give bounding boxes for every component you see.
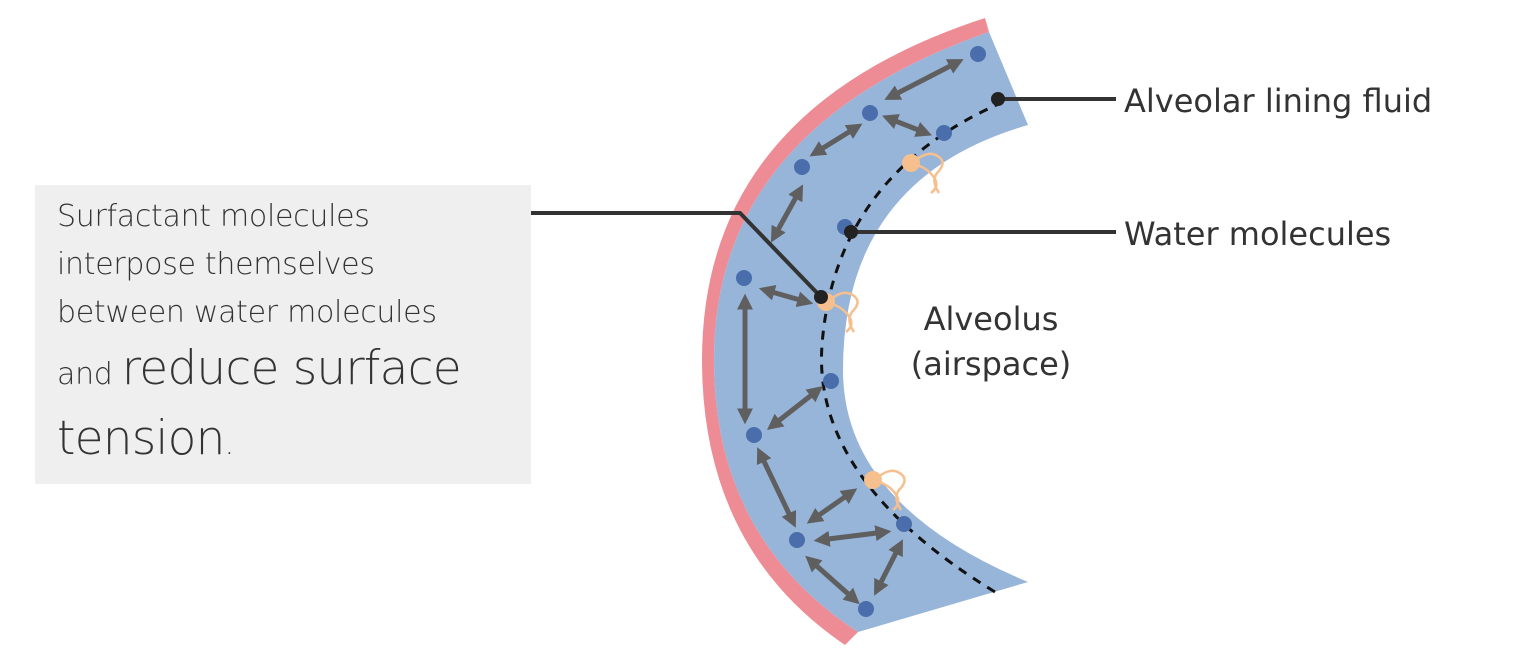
surfactant-caption-box: Surfactant molecules interpose themselve… bbox=[35, 185, 531, 484]
double-arrow bbox=[758, 284, 814, 308]
water-molecule bbox=[794, 159, 810, 175]
leader-line-surfactant bbox=[531, 211, 823, 299]
label-airspace: (airspace) bbox=[911, 345, 1072, 383]
water-molecule bbox=[862, 105, 878, 121]
caption-line-1: Surfactant molecules bbox=[57, 199, 370, 234]
caption-reduce-surface-text: reduce surface bbox=[121, 341, 462, 396]
double-arrow bbox=[809, 123, 863, 157]
anchor-dot-lining-fluid bbox=[991, 92, 1005, 106]
double-arrow bbox=[813, 525, 892, 547]
double-arrow bbox=[756, 447, 797, 528]
caption-tension-text: tension bbox=[57, 411, 225, 466]
caption-line-5: tension. bbox=[57, 407, 531, 477]
molecular-attraction-arrows bbox=[736, 59, 964, 605]
double-arrow bbox=[805, 555, 860, 605]
double-arrow bbox=[766, 386, 824, 430]
water-molecule bbox=[789, 532, 805, 548]
leader-lines bbox=[531, 92, 1116, 304]
water-molecule bbox=[970, 46, 986, 62]
caption-period-text: . bbox=[224, 427, 235, 462]
water-molecule bbox=[858, 601, 874, 617]
water-molecule bbox=[736, 270, 752, 286]
double-arrow bbox=[806, 488, 858, 524]
label-water-molecules: Water molecules bbox=[1124, 215, 1391, 253]
double-arrow bbox=[882, 114, 932, 137]
double-arrow bbox=[884, 59, 964, 100]
anchor-dot-surfactant bbox=[814, 290, 828, 304]
double-arrow bbox=[874, 539, 903, 596]
water-molecules-group bbox=[736, 46, 986, 617]
water-molecule bbox=[746, 427, 762, 443]
caption-and-text: and bbox=[57, 357, 122, 392]
surfactant-molecule bbox=[864, 469, 906, 511]
double-arrow bbox=[770, 184, 804, 243]
water-molecule bbox=[823, 373, 839, 389]
caption-line-4: and reduce surface bbox=[57, 337, 531, 407]
label-alveolus: Alveolus bbox=[924, 300, 1059, 338]
label-alveolar-lining-fluid: Alveolar lining fluid bbox=[1124, 82, 1432, 120]
surfactant-molecule bbox=[902, 152, 944, 194]
caption-line-3: between water molecules bbox=[57, 295, 437, 330]
water-molecule bbox=[896, 516, 912, 532]
caption-line-2: interpose themselves bbox=[57, 247, 375, 282]
anchor-dot-water-molecules bbox=[844, 225, 858, 239]
water-molecule bbox=[936, 125, 952, 141]
